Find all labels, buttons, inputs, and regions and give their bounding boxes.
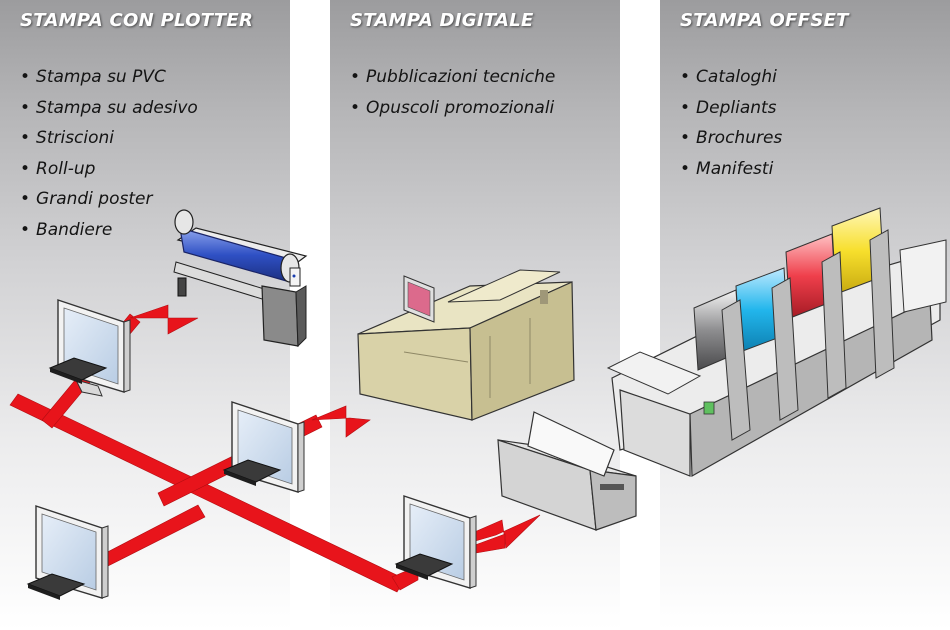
- list-item: •Grandi poster: [20, 184, 198, 215]
- keyboard-icon: [26, 573, 86, 600]
- list-item-label: Pubblicazioni tecniche: [366, 67, 556, 87]
- bullet: •: [20, 219, 31, 240]
- arrowhead-plotter: [129, 304, 199, 335]
- bullet: •: [20, 128, 31, 148]
- list-item: •Striscioni: [20, 123, 198, 154]
- computer-monitor-icon: [57, 299, 131, 397]
- bullet: •: [350, 97, 361, 118]
- arrowhead-digital: [311, 405, 371, 438]
- bullet: •: [20, 97, 31, 118]
- list-item-label: Depliants: [696, 97, 777, 118]
- bullet: •: [680, 97, 691, 118]
- bullet: •: [20, 158, 31, 179]
- list-item-label: Grandi poster: [36, 189, 153, 209]
- digital-press-icon: [357, 269, 575, 421]
- keyboard-icon: [394, 553, 454, 580]
- list-item-label: Stampa su adesivo: [36, 97, 198, 118]
- list-item: •Opuscoli promozionali: [350, 93, 555, 124]
- panel-offset-list: •Cataloghi •Depliants •Brochures •Manife…: [680, 62, 782, 184]
- bullet: •: [680, 158, 691, 179]
- list-item: •Pubblicazioni tecniche: [350, 62, 555, 93]
- panel-digital-list: •Pubblicazioni tecniche •Opuscoli promoz…: [350, 62, 555, 123]
- list-item: •Stampa su PVC: [20, 62, 198, 93]
- list-item: •Cataloghi: [680, 62, 782, 93]
- bullet: •: [20, 189, 31, 209]
- list-item-label: Stampa su PVC: [36, 67, 166, 87]
- bullet: •: [20, 67, 31, 87]
- list-item-label: Cataloghi: [696, 67, 777, 87]
- list-item: •Depliants: [680, 93, 782, 124]
- list-item: •Brochures: [680, 123, 782, 154]
- panel-plotter-title: STAMPA CON PLOTTER: [20, 10, 254, 31]
- list-item: •Manifesti: [680, 154, 782, 185]
- bullet: •: [680, 67, 691, 87]
- list-item-label: Roll-up: [36, 158, 96, 179]
- plotter-icon: [173, 209, 308, 348]
- list-item: •Stampa su adesivo: [20, 93, 198, 124]
- laser-printer-icon: [497, 411, 637, 531]
- list-item: •Bandiere: [20, 215, 198, 246]
- list-item: •Roll-up: [20, 154, 198, 185]
- keyboard-icon: [222, 459, 282, 486]
- list-item-label: Brochures: [696, 128, 783, 148]
- arrow-branch-lower: [95, 504, 206, 569]
- offset-press-icon: [606, 207, 947, 478]
- list-item-label: Opuscoli promozionali: [366, 97, 555, 118]
- list-item-label: Bandiere: [36, 219, 113, 240]
- keyboard-icon: [48, 357, 108, 384]
- bullet: •: [680, 128, 691, 148]
- list-item-label: Manifesti: [696, 158, 774, 179]
- panel-plotter-list: •Stampa su PVC •Stampa su adesivo •Stris…: [20, 62, 198, 245]
- list-item-label: Striscioni: [36, 128, 115, 148]
- panel-offset-title: STAMPA OFFSET: [680, 10, 849, 31]
- bullet: •: [350, 67, 361, 87]
- panel-digital-title: STAMPA DIGITALE: [350, 10, 534, 31]
